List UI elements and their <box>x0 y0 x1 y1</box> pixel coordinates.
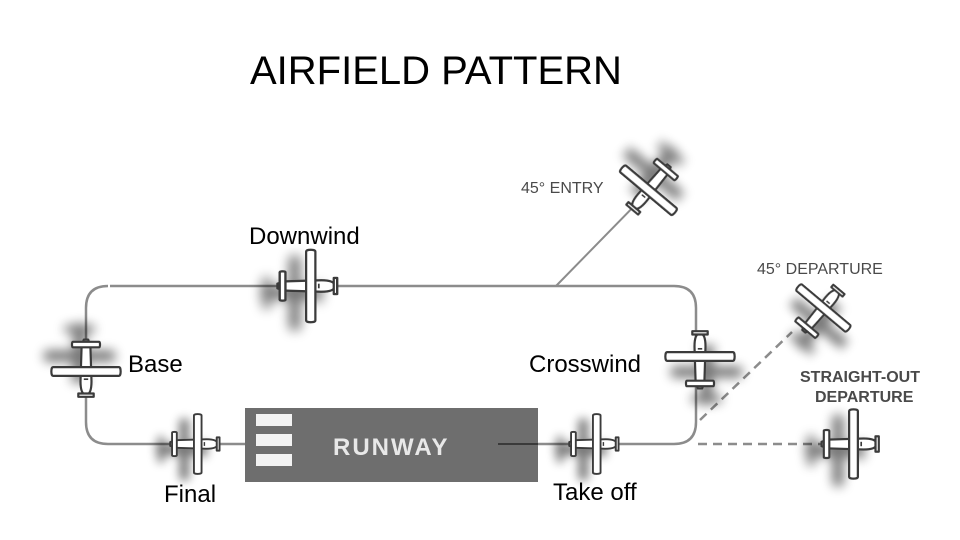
runway-label: RUNWAY <box>333 434 449 461</box>
runway-marking <box>256 414 292 426</box>
airplane-icon <box>664 330 736 390</box>
departure-45-label: 45° DEPARTURE <box>757 261 883 278</box>
takeoff-label: Take off <box>553 479 637 506</box>
airplane-icon <box>777 267 866 354</box>
airplane-icon <box>276 248 339 324</box>
crosswind-label: Crosswind <box>529 351 641 378</box>
straight-out-label-line1: STRAIGHT-OUT <box>800 369 920 386</box>
runway-marking <box>256 454 292 466</box>
airplane-icon <box>169 413 221 475</box>
page-title: AIRFIELD PATTERN <box>250 49 622 93</box>
base-label: Base <box>128 351 183 378</box>
entry-45-label: 45° ENTRY <box>521 180 604 197</box>
airplane-icon <box>50 338 122 398</box>
departure-45-line <box>699 331 793 421</box>
downwind-label: Downwind <box>249 223 360 250</box>
runway-surface <box>245 408 538 482</box>
airplane-icon <box>568 413 620 475</box>
runway: RUNWAY <box>245 408 538 482</box>
entry-45-line <box>555 195 645 287</box>
straight-out-label-line2: DEPARTURE <box>815 389 914 406</box>
final-label: Final <box>164 481 216 508</box>
runway-marking <box>256 434 292 446</box>
airplane-icon <box>820 408 880 480</box>
airplane-icon <box>604 142 697 233</box>
